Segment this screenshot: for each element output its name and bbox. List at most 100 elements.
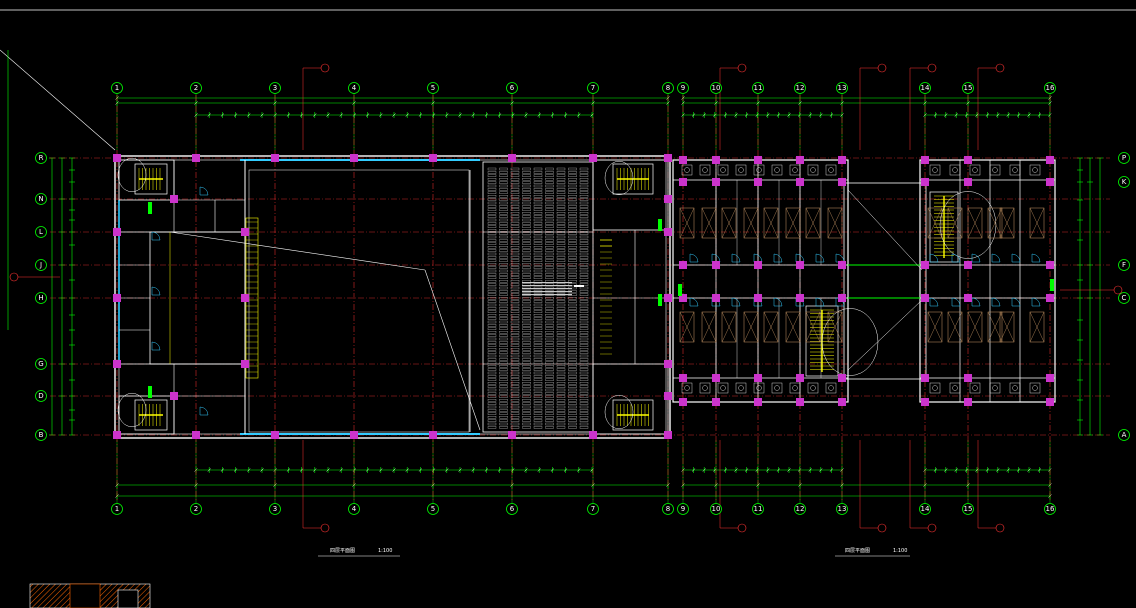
dim-slash — [497, 468, 502, 472]
seat — [522, 249, 531, 252]
toilet-fixture — [789, 164, 801, 176]
seat — [487, 290, 497, 293]
column — [170, 195, 178, 203]
dim-slash — [418, 113, 423, 117]
seat — [545, 331, 554, 334]
seat — [556, 331, 566, 334]
note-marker — [574, 285, 584, 287]
seat — [510, 422, 520, 426]
seat — [487, 331, 497, 334]
seat — [533, 378, 543, 381]
seat — [487, 239, 497, 242]
seat — [533, 331, 543, 334]
dim-slash — [577, 113, 581, 117]
dim-slash — [405, 468, 409, 472]
seat — [522, 314, 531, 317]
seat — [556, 232, 566, 235]
seat — [579, 286, 589, 290]
dim-slash — [299, 113, 304, 117]
seat — [533, 222, 543, 225]
axis-bubble-left-4: J — [35, 259, 47, 271]
seat — [522, 395, 531, 398]
seat — [487, 422, 497, 426]
seat — [510, 218, 520, 222]
seat — [499, 222, 508, 225]
seat — [545, 215, 554, 218]
svg-text:10: 10 — [712, 505, 721, 513]
svg-text:4: 4 — [352, 84, 357, 92]
seat — [533, 256, 543, 259]
seat — [533, 385, 543, 388]
seat — [556, 235, 566, 239]
dim-slash — [550, 468, 555, 472]
seat — [487, 171, 497, 174]
seat — [556, 249, 566, 252]
seat — [556, 297, 566, 300]
seat — [533, 320, 543, 324]
seat — [556, 341, 566, 344]
seat — [522, 416, 531, 419]
toilet-fixture — [753, 164, 765, 176]
seat — [487, 402, 497, 405]
dim-slash — [260, 468, 264, 472]
seat — [568, 269, 577, 273]
column — [679, 156, 687, 164]
seat — [533, 229, 543, 232]
seat — [556, 225, 566, 228]
dim-slash — [702, 113, 706, 117]
right-plan-title-text: 四层平面图 — [845, 548, 870, 554]
seat — [556, 229, 566, 232]
seat — [568, 242, 577, 245]
column — [679, 178, 687, 186]
seat — [533, 215, 543, 218]
seat — [510, 337, 520, 341]
seat — [522, 188, 531, 191]
seat — [499, 297, 508, 300]
seat — [568, 303, 577, 307]
seat — [533, 195, 543, 198]
seat — [499, 286, 508, 290]
door-swing — [1031, 297, 1041, 307]
seat — [545, 225, 554, 228]
seat — [568, 174, 577, 177]
seat — [579, 402, 589, 405]
seat — [556, 201, 566, 205]
seat — [499, 317, 508, 320]
dim-slash — [819, 468, 823, 472]
seat — [556, 208, 566, 211]
seat — [533, 269, 543, 273]
seat — [533, 307, 543, 310]
seat — [487, 201, 497, 205]
seat — [522, 297, 531, 300]
seat — [545, 263, 554, 266]
stair-top-left — [134, 163, 168, 195]
dim-slash — [431, 113, 436, 117]
seat — [487, 246, 497, 249]
dim-slash — [702, 468, 706, 472]
seat — [499, 354, 508, 358]
seat — [568, 273, 577, 276]
seat — [487, 371, 497, 375]
seat — [556, 246, 566, 249]
seat — [487, 215, 497, 218]
section-bubble — [877, 523, 887, 533]
column — [113, 360, 121, 368]
seat — [579, 416, 589, 419]
seat — [487, 178, 497, 181]
seat — [522, 368, 531, 371]
seat — [579, 205, 589, 208]
right-connector — [843, 182, 927, 380]
seat — [499, 402, 508, 405]
seat — [568, 178, 577, 181]
left-plan-title-text: 四层平面图 — [330, 548, 355, 554]
seat — [510, 375, 520, 378]
axis-bubble-top-2: 2 — [190, 82, 202, 94]
seat — [487, 337, 497, 341]
wardrobe-cross — [785, 311, 801, 343]
dim-slash — [392, 468, 396, 472]
seat — [533, 409, 543, 412]
right-block-b — [919, 159, 1056, 403]
seat — [533, 212, 543, 215]
